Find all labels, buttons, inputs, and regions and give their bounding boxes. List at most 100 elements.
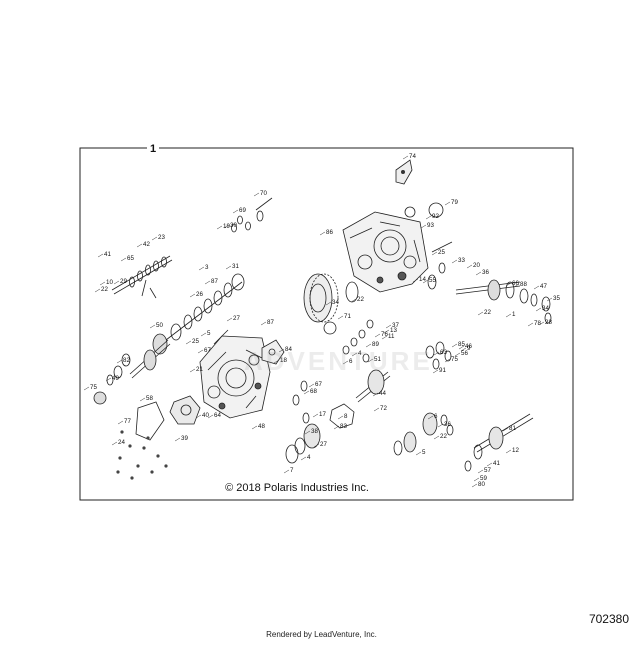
leader-line — [94, 288, 101, 293]
leader-line — [337, 315, 344, 320]
leader-line — [251, 425, 258, 430]
leader-line — [367, 358, 374, 363]
callout-70: 70 — [260, 190, 267, 197]
leader-line — [458, 345, 465, 350]
callout-46: 46 — [465, 343, 472, 350]
leader-line — [505, 449, 512, 454]
leader-line — [486, 462, 493, 467]
leader-line — [374, 333, 381, 338]
callout-4: 4 — [358, 350, 362, 357]
leader-line — [223, 224, 230, 229]
leader-line — [83, 386, 90, 391]
leader-line — [117, 420, 124, 425]
leader-line — [437, 423, 444, 428]
callout-29: 29 — [120, 278, 127, 285]
leader-line — [139, 397, 146, 402]
callout-27: 27 — [320, 441, 327, 448]
gasket-27 — [329, 403, 355, 429]
secondary-gear-stack — [393, 412, 454, 456]
leader-line — [207, 414, 214, 419]
pinion-shaft-assembly — [93, 339, 171, 405]
leader-line — [477, 311, 484, 316]
leader-line — [303, 390, 310, 395]
callout-50: 50 — [156, 322, 163, 329]
callout-83: 83 — [340, 423, 347, 430]
callout-75: 75 — [90, 384, 97, 391]
leader-line — [412, 278, 419, 283]
leader-line — [415, 451, 422, 456]
callout-6: 6 — [434, 413, 438, 420]
callout-85: 85 — [458, 341, 465, 348]
leader-line — [97, 253, 104, 258]
leader-line — [308, 383, 315, 388]
leader-line — [253, 192, 260, 197]
callout-87: 87 — [211, 278, 218, 285]
leader-line — [116, 359, 123, 364]
callout-72: 72 — [380, 405, 387, 412]
diagram-frame — [79, 147, 574, 501]
callout-25: 25 — [438, 249, 445, 256]
callout-41: 41 — [104, 251, 111, 258]
drawing-number: 702380 — [588, 612, 629, 626]
leader-line — [527, 322, 534, 327]
leader-line — [195, 414, 202, 419]
callout-55: 55 — [429, 277, 436, 284]
leader-line — [433, 435, 440, 440]
callout-38: 38 — [311, 428, 318, 435]
callout-56: 56 — [461, 350, 468, 357]
callout-68: 68 — [310, 388, 317, 395]
leader-line — [427, 415, 434, 420]
leader-line — [260, 321, 267, 326]
callout-51: 51 — [374, 356, 381, 363]
leader-line — [105, 377, 112, 382]
callout-71: 71 — [344, 313, 351, 320]
callout-36: 36 — [482, 269, 489, 276]
leader-line — [283, 469, 290, 474]
leader-line — [365, 343, 372, 348]
leader-line — [312, 413, 319, 418]
leader-line — [533, 285, 540, 290]
callout-5: 5 — [422, 449, 426, 456]
leader-line — [385, 324, 392, 329]
callout-81: 81 — [509, 425, 516, 432]
callout-69: 69 — [239, 207, 246, 214]
leader-line — [189, 293, 196, 298]
callout-82: 82 — [123, 357, 130, 364]
leader-line — [232, 209, 239, 214]
frame-number: 1 — [147, 143, 160, 155]
callout-47: 47 — [540, 283, 547, 290]
callout-leaders — [83, 155, 553, 488]
leader-line — [113, 280, 120, 285]
leader-line — [185, 340, 192, 345]
leader-line — [425, 215, 432, 220]
leader-line — [174, 437, 181, 442]
callout-26: 26 — [196, 291, 203, 298]
gasket-83 — [135, 401, 165, 441]
leader-line — [225, 265, 232, 270]
callout-31: 31 — [232, 263, 239, 270]
callout-28: 28 — [545, 319, 552, 326]
leader-line — [300, 456, 307, 461]
leader-line — [273, 359, 280, 364]
leader-line — [420, 224, 427, 229]
right-gearcase-housing — [342, 211, 429, 293]
callout-92: 92 — [432, 213, 439, 220]
callout-91: 91 — [439, 367, 446, 374]
callout-80: 80 — [478, 481, 485, 488]
leader-line — [402, 155, 409, 160]
cover-48 — [169, 395, 201, 425]
leader-line — [444, 201, 451, 206]
callout-34: 34 — [542, 305, 549, 312]
callout-42: 42 — [143, 241, 150, 248]
ring-gear-78 — [303, 273, 359, 335]
idler-gear-stack — [285, 380, 321, 464]
callout-23: 23 — [158, 234, 165, 241]
callout-93: 93 — [427, 222, 434, 229]
bolt-scatter — [116, 430, 168, 480]
callout-25: 25 — [192, 338, 199, 345]
leader-line — [198, 266, 205, 271]
callout-34: 34 — [332, 299, 339, 306]
leader-line — [513, 283, 520, 288]
shift-shaft-assembly — [111, 255, 173, 299]
callout-7: 7 — [290, 467, 294, 474]
